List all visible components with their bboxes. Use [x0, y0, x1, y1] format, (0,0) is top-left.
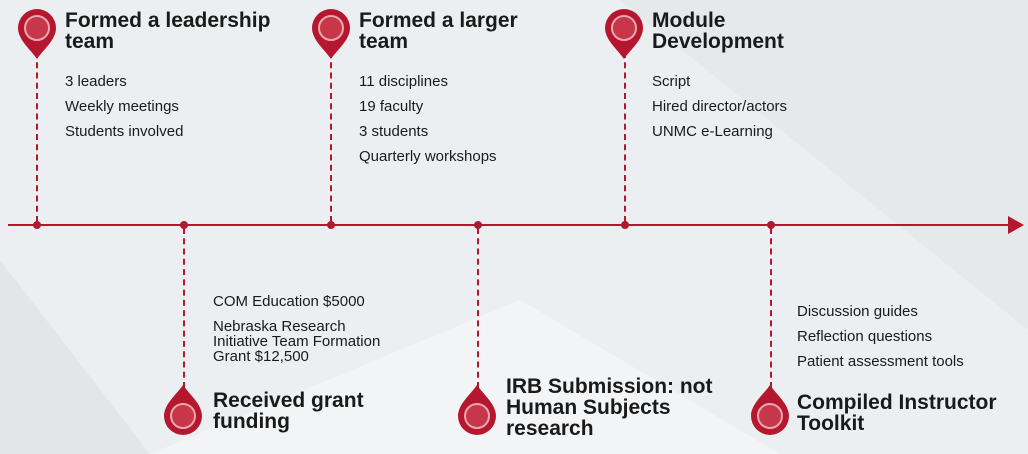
milestone-details: 3 leaders Weekly meetings Students invol… [65, 74, 285, 149]
milestone-connector [183, 228, 185, 388]
detail-item: UNMC e-Learning [652, 123, 773, 140]
milestone-connector [770, 228, 772, 388]
detail-item: Reflection questions [797, 328, 933, 345]
timeline-axis [8, 224, 1010, 226]
detail-item: Students involved [65, 123, 184, 140]
milestone-title: Received grant funding [213, 389, 364, 433]
milestone-title: Formed a leadership team [65, 9, 271, 53]
milestone-details: Script Hired director/actors UNMC e-Lear… [652, 74, 872, 149]
detail-item: 3 leaders [65, 73, 127, 90]
milestone-details: 11 disciplines 19 faculty 3 students Qua… [359, 74, 579, 174]
detail-item: Patient assessment tools [797, 353, 964, 370]
map-pin-icon [605, 9, 643, 59]
detail-item: Weekly meetings [65, 98, 179, 115]
map-pin-icon [751, 385, 789, 435]
milestone-connector [624, 52, 626, 222]
milestone-details: Discussion guides Reflection questions P… [797, 304, 1025, 379]
detail-item: Discussion guides [797, 303, 918, 320]
detail-item: Script [652, 73, 691, 90]
detail-item: Quarterly workshops [359, 148, 497, 165]
milestone-title: Compiled Instructor Toolkit [797, 391, 997, 435]
detail-item: 19 faculty [359, 98, 424, 115]
milestone-title: Module Development [652, 9, 784, 53]
detail-item: Nebraska Research Initiative Team Format… [213, 318, 381, 365]
timeline-dot [33, 221, 41, 229]
milestone-connector [36, 52, 38, 222]
milestone-connector [477, 228, 479, 388]
milestone-title: Formed a larger team [359, 9, 518, 53]
timeline-dot [621, 221, 629, 229]
detail-item: 11 disciplines [359, 73, 448, 90]
map-pin-icon [312, 9, 350, 59]
milestone-connector [330, 52, 332, 222]
milestone-details: COM Education $5000 Nebraska Research In… [213, 294, 383, 372]
timeline-dot [767, 221, 775, 229]
detail-item: Hired director/actors [652, 98, 788, 115]
map-pin-icon [458, 385, 496, 435]
map-pin-icon [18, 9, 56, 59]
timeline-dot [180, 221, 188, 229]
detail-item: 3 students [359, 123, 429, 140]
timeline-arrowhead [1008, 216, 1024, 234]
timeline-dot [327, 221, 335, 229]
milestone-title: IRB Submission: not Human Subjects resea… [506, 375, 713, 440]
timeline-dot [474, 221, 482, 229]
map-pin-icon [164, 385, 202, 435]
detail-item: COM Education $5000 [213, 293, 365, 310]
